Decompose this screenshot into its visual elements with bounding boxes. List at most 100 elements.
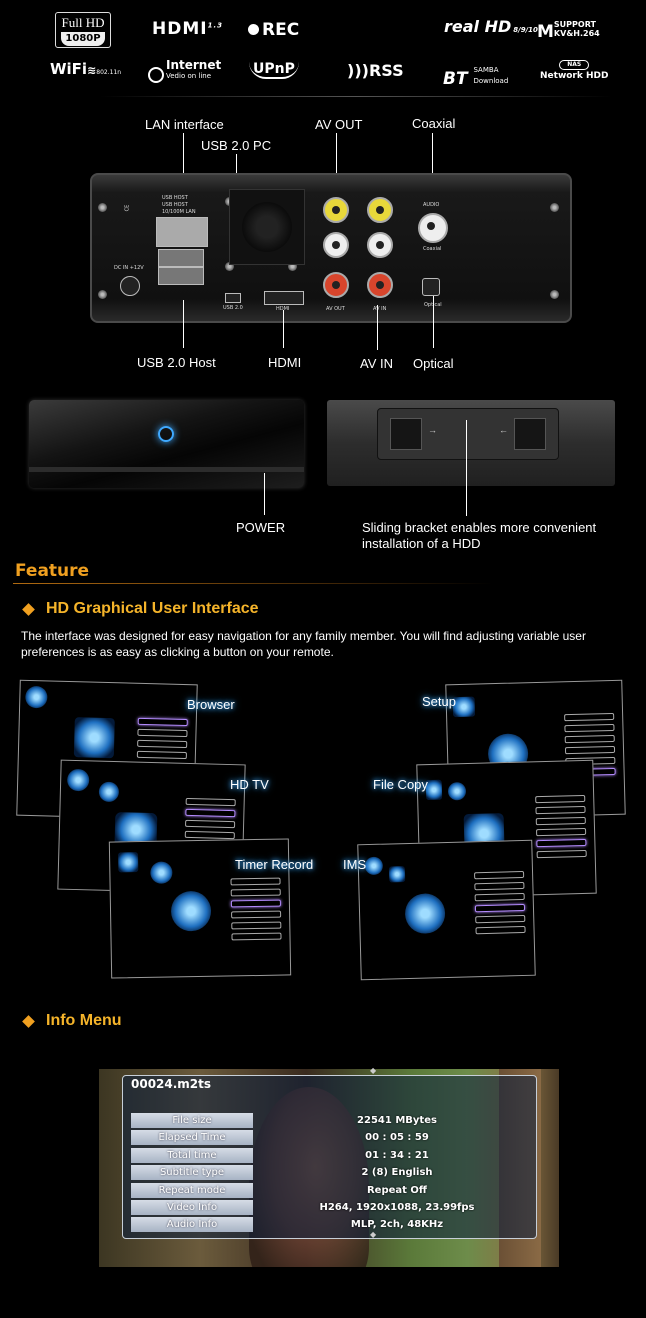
letterbox-top: [99, 1047, 559, 1069]
usb-pc-label: USB 2.0 PC: [201, 138, 272, 153]
folder-icon: [388, 866, 406, 883]
menu-item: [475, 914, 526, 924]
screw-icon: [550, 203, 559, 212]
av-out-right-jack: [323, 272, 349, 298]
usb-host-port: [158, 249, 204, 267]
browser-label: Browser: [187, 697, 235, 712]
av-out-pointer: [336, 133, 337, 199]
info-key: Subtitle type: [131, 1165, 253, 1181]
power-button-icon: [158, 426, 174, 442]
menu-item: [230, 899, 281, 908]
gui-heading: HD Graphical User Interface: [46, 600, 259, 617]
clock-icon: [98, 781, 120, 803]
globe-icon: [404, 893, 446, 935]
fan-icon: [242, 202, 292, 252]
menu-item: [564, 723, 615, 733]
menu-item: [474, 881, 525, 891]
network-hdd-text: Network HDD: [540, 71, 609, 81]
info-value: H264, 1920x1088, 23.99fps: [319, 1201, 475, 1213]
menu-list: [136, 717, 188, 763]
side-view-device: → ←: [327, 400, 615, 486]
dc-in-port: [120, 276, 140, 296]
divider: [100, 96, 612, 97]
info-filename: 00024.m2ts: [131, 1077, 212, 1091]
full-hd-logo: Full HD 1080P: [55, 12, 111, 48]
info-value: 2 (8) English: [361, 1167, 433, 1179]
info-values: 22541 MBytes 00 : 05 : 59 01 : 34 : 21 2…: [288, 1113, 506, 1235]
av-in-left-jack: [367, 232, 393, 258]
nas-badge: NAS: [559, 60, 590, 70]
lan-interface-label: LAN interface: [145, 117, 224, 132]
silk-lan: 10/100M LAN: [162, 209, 196, 215]
upnp-logo: UPnP: [249, 62, 299, 79]
arrow-left-icon: ←: [499, 425, 508, 435]
silk-av-in: AV IN: [373, 306, 387, 312]
menu-list: [474, 870, 526, 938]
rss-text: RSS: [368, 61, 404, 80]
menu-item: [536, 827, 587, 837]
front-strip: [29, 467, 304, 472]
ims-label: IMS: [343, 857, 367, 872]
hdmi-logo-text: HDMI: [152, 19, 208, 39]
menu-item: [185, 797, 236, 807]
info-keys: File size Elapsed Time Total time Subtit…: [131, 1113, 253, 1235]
usb-pc-port: [225, 293, 241, 303]
full-hd-res: 1080P: [61, 32, 105, 46]
bt-samba: SAMBA: [473, 66, 499, 74]
av-out-label: AV OUT: [315, 117, 363, 132]
clock-icon: [170, 890, 212, 932]
av-in-video-jack: [367, 197, 393, 223]
menu-item: [136, 750, 187, 760]
rss-logo: )))RSS: [347, 63, 404, 79]
letterbox-bottom: [99, 1267, 559, 1281]
menu-item: [185, 819, 236, 829]
menu-list: [230, 877, 282, 945]
info-value: 00 : 05 : 59: [365, 1132, 429, 1144]
menu-item: [230, 888, 281, 897]
wifi-signal-icon: ≋: [87, 64, 97, 77]
bullet-diamond-icon: [22, 603, 35, 616]
screw-icon: [98, 203, 107, 212]
rss-feed-icon: ))): [347, 61, 369, 80]
lan-port: [156, 217, 208, 247]
coaxial-jack: [418, 213, 448, 243]
menu-item: [474, 892, 525, 902]
menu-item: [184, 830, 235, 840]
info-value: MLP, 2ch, 48KHz: [350, 1219, 444, 1231]
wifi-standard: 802.11n: [96, 69, 122, 76]
optical-port: [422, 278, 440, 296]
info-key: Audio Info: [131, 1217, 253, 1233]
hdmi-version: 1.3: [207, 21, 223, 30]
silk-optical: Optical: [424, 302, 442, 308]
silk-audio: AUDIO: [423, 202, 440, 208]
hdmi-port: [264, 291, 304, 305]
gui-description: The interface was designed for easy navi…: [21, 629, 586, 659]
hdmi-label: HDMI: [268, 355, 302, 370]
feature-underline: [13, 583, 493, 584]
menu-item: [564, 712, 615, 722]
menu-item: [231, 910, 282, 919]
wifi-logo: WiFi≋802.11n: [50, 62, 121, 77]
av-in-right-jack: [367, 272, 393, 298]
record-dot-icon: [248, 24, 259, 35]
menu-item: [231, 932, 282, 941]
real-hd-text: real HD: [444, 17, 512, 36]
silk-hdmi: HDMI: [276, 306, 290, 312]
menu-item: [535, 816, 586, 826]
gears-icon: [447, 782, 467, 801]
info-value: 22541 MBytes: [357, 1115, 437, 1126]
info-key: Video Info: [131, 1199, 253, 1215]
clapperboard-icon: [73, 717, 115, 759]
menu-item: [535, 794, 586, 804]
usb-host-port: [158, 267, 204, 285]
info-value: 01 : 34 : 21: [365, 1149, 429, 1161]
bt-text: BT: [443, 69, 468, 89]
bullet-diamond-icon: [22, 1015, 35, 1028]
scroll-up-icon: ◆: [370, 1066, 377, 1075]
info-key: File size: [131, 1113, 253, 1128]
info-menu-heading: Info Menu: [46, 1012, 122, 1029]
silk-av-out: AV OUT: [326, 306, 345, 312]
